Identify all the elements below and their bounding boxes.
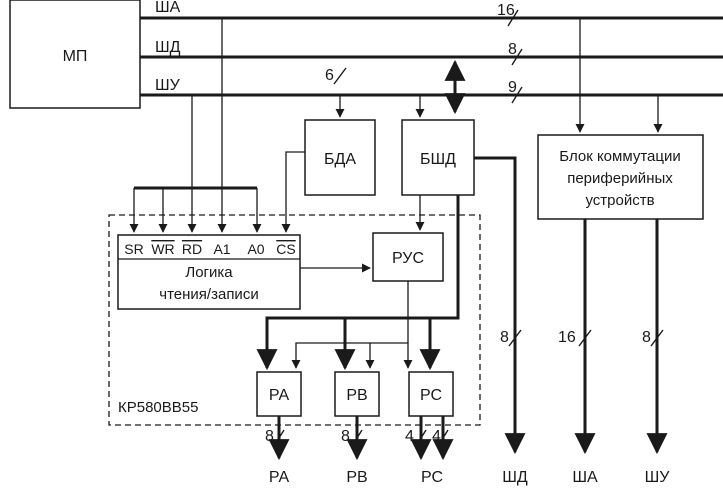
control-out-width: 8 [642,329,651,346]
periph-label-line2: периферийных [567,170,673,187]
cs-select-wire [281,151,305,233]
pc-port [408,371,454,417]
internal-data-bus [256,195,460,371]
mp-label: МП [63,48,88,65]
bda-block [304,119,376,196]
logic-block [117,234,301,310]
a0-pin: A0 [247,241,264,257]
pc-output-label: РС [421,469,443,486]
data-width-label: 8 [508,41,517,58]
pa-port [256,371,302,417]
mp-block [9,0,141,109]
pb-port-label: РВ [346,387,367,404]
cs-pin: CS [276,241,295,257]
rus-block [372,232,444,282]
data-width-slash [511,48,523,66]
address-width-slash [507,9,519,27]
rd-pin: RD [182,241,202,257]
chip-label: КР580ВВ55 [118,399,198,416]
bshd-label: БШД [420,151,456,168]
data-output-label: ШД [502,469,528,486]
periph-block [537,134,704,220]
control-bus-label: ШУ [155,77,181,94]
control-output-label: ШУ [645,469,671,486]
logic-label-line1: Логика [185,264,233,281]
pa-port-label: РА [269,387,290,404]
chip-outline [108,214,481,426]
bda-width-label: 6 [325,67,334,84]
pb-output-width: 8 [341,428,350,445]
pb-output-slash [351,429,363,447]
periph-label-line1: Блок коммутации [559,148,680,165]
pc-output-a-width: 4 [405,428,414,445]
pc-output-a-slash [415,429,427,447]
rus-to-pa-control [291,281,409,369]
bda-label: БДА [324,151,356,168]
data-out-width-label: 8 [500,329,509,346]
address-bus-label: ША [155,0,181,16]
address-out-slash [578,329,592,347]
bda-width-slash [333,67,347,85]
pc-output-b-slash [437,429,449,447]
data-bus-label: ШД [155,39,181,56]
pa-output-label: РА [269,469,290,486]
address-out-width: 16 [558,329,576,346]
periph-label-line3: устройств [585,192,654,209]
data-out-width-slash [508,329,522,347]
control-out-slash [650,329,664,347]
control-width-slash [511,86,523,104]
pc-port-label: РС [420,387,442,404]
wr-pin: WR [151,241,174,257]
pa-output-width: 8 [265,428,274,445]
a1-pin: A1 [213,241,230,257]
address-width-label: 16 [497,2,515,19]
data-out-bus [474,156,526,455]
bshd-block [401,119,475,196]
logic-label-line2: чтения/записи [159,286,258,303]
rus-label: РУС [392,250,424,267]
pa-output-slash [273,429,285,447]
pc-output-b-width: 4 [432,428,441,445]
pb-output-label: РВ [346,469,367,486]
address-output-label: ША [572,469,598,486]
sr-pin: SR [124,241,143,257]
control-width-label: 9 [508,79,517,96]
